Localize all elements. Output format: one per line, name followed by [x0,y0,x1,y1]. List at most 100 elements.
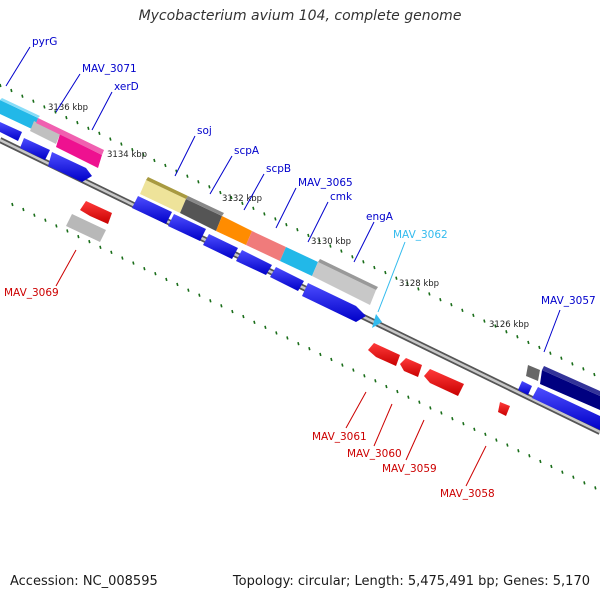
gene-bars [0,98,600,410]
tick-mark [351,255,354,259]
tick-mark [472,313,475,318]
scale-label: 3130 kbp [311,237,351,247]
tick-mark [539,459,542,464]
gene-bar-pyrG[interactable] [0,98,40,130]
tick-mark [571,362,574,366]
tick-mark [330,357,333,362]
map-title: Mycobacterium avium 104, complete genome [138,8,462,24]
scale-label: 3128 kbp [399,279,439,289]
cds-arrow[interactable] [400,358,422,377]
gene-bar-MAV_3071[interactable] [30,118,104,168]
gene-label[interactable]: soj [197,125,212,137]
tick-mark [352,368,355,372]
tick-mark [582,367,585,371]
gene-label[interactable]: MAV_3069 [4,287,59,299]
cds-arrow[interactable] [80,201,112,224]
gene-label[interactable]: xerD [114,81,139,93]
tick-mark [384,270,387,275]
cds-arrow[interactable] [168,214,206,241]
gene-label[interactable]: MAV_3060 [347,448,402,460]
tick-mark [506,443,509,447]
tick-mark [55,224,58,228]
tick-mark [572,475,575,479]
cds-arrow[interactable] [424,369,464,396]
tick-mark [560,356,563,360]
tick-mark [495,438,498,442]
tick-mark [253,320,256,324]
gene-label[interactable]: MAV_3057 [541,295,596,307]
tick-mark [484,432,487,437]
tick-mark [66,229,69,233]
tick-mark [527,340,530,345]
cds-arrow[interactable] [203,234,238,259]
tick-mark [121,256,124,260]
tick-mark [87,126,90,131]
cds-arrow-highlight[interactable] [372,314,382,328]
tick-mark [505,330,508,334]
gene-bar-soj[interactable] [140,177,188,213]
cds-arrow[interactable] [270,267,304,291]
gene-bar-MAV_3065[interactable] [280,247,318,276]
tick-mark [143,267,146,271]
tick-mark [561,470,564,474]
cds-arrow[interactable] [48,152,92,182]
scale-label: 3136 kbp [48,103,88,113]
gene-label[interactable]: pyrG [32,36,57,48]
gene-label[interactable]: MAV_3071 [82,63,137,75]
cds-arrow[interactable] [518,381,532,395]
tick-mark [54,110,57,114]
gene-label[interactable]: scpB [266,163,291,175]
cds-arrow[interactable] [236,250,272,275]
gene-bar-scpB[interactable] [216,216,286,261]
tick-mark [395,276,398,280]
tick-mark [164,163,167,168]
tick-mark [153,158,156,163]
scale-labels: 3136 kbp 3134 kbp 3132 kbp 3130 kbp 3128… [48,103,529,330]
tick-mark [428,292,431,296]
tick-mark [11,202,14,207]
tick-mark [88,239,91,244]
gene-label[interactable]: MAV_3062 [393,229,448,241]
scale-label: 3126 kbp [489,320,529,330]
gene-label[interactable]: scpA [234,145,260,157]
gene-bar-scpA[interactable] [180,196,224,231]
gene-bar-cmk[interactable] [312,259,378,305]
tick-mark [252,206,255,210]
gene-label[interactable]: cmk [330,191,353,203]
tick-mark [440,411,443,415]
tick-mark [209,299,212,303]
gene-bar-MAV_3057[interactable] [526,365,600,410]
tick-mark [583,481,586,485]
cds-arrow[interactable] [532,387,600,430]
tick-mark [154,272,157,276]
gene-label[interactable]: MAV_3061 [312,431,367,443]
tick-mark [241,201,244,205]
cds-arrow[interactable] [368,343,400,366]
label-leaders [5,46,561,487]
gene-label[interactable]: MAV_3065 [298,177,353,189]
gene-labels: pyrG MAV_3071 xerD soj scpA scpB MAV_306… [4,36,596,500]
cds-arrow[interactable] [498,402,510,416]
tick-mark [594,486,597,490]
tick-mark [517,449,520,453]
tick-mark [110,250,113,255]
cds-arrow[interactable] [132,196,172,224]
tick-mark [286,336,289,340]
gene-label[interactable]: MAV_3059 [382,463,437,475]
cds-arrow[interactable] [302,283,366,322]
cds-arrow[interactable] [0,122,22,141]
gene-label[interactable]: engA [366,211,394,223]
tick-mark [593,372,596,377]
cds-arrow[interactable] [66,214,106,242]
gene-label[interactable]: MAV_3058 [440,488,495,500]
tick-mark [208,185,211,189]
tick-mark [44,218,47,222]
tick-mark [473,427,476,432]
tick-mark [33,213,36,217]
tick-mark [220,304,223,308]
cds-arrow[interactable] [20,138,50,160]
tick-mark [362,260,365,264]
tick-mark [462,421,465,426]
tick-mark [528,454,531,458]
